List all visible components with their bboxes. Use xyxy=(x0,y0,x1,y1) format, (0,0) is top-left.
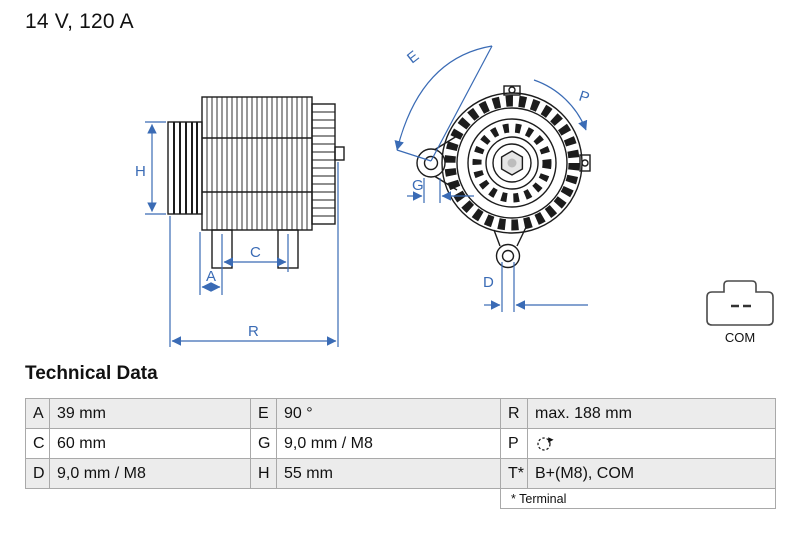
terminal-footnote: * Terminal xyxy=(500,488,776,509)
connector-label: COM xyxy=(725,330,755,345)
spec-value-t: B+(M8), COM xyxy=(527,458,776,489)
spec-label-t: T* xyxy=(500,458,528,489)
dim-p-rotation-arc xyxy=(533,79,588,131)
spec-label-c: C xyxy=(25,428,50,459)
spec-label-g: G xyxy=(250,428,277,459)
spec-label-h: H xyxy=(250,458,277,489)
dim-label-h: H xyxy=(135,163,146,180)
dim-label-g: G xyxy=(412,177,424,194)
dim-label-a: A xyxy=(206,268,216,285)
spec-label-r: R xyxy=(500,398,528,429)
footnote-row: * Terminal xyxy=(25,488,776,509)
alternator-front-view xyxy=(416,85,591,269)
dim-e-lines xyxy=(394,45,493,162)
spec-value-g: 9,0 mm / M8 xyxy=(276,428,501,459)
bottom-mounting-arm xyxy=(493,220,530,269)
vent-slots-outer xyxy=(444,95,580,231)
vent-slots-inner xyxy=(472,123,552,203)
spec-value-e: 90 ° xyxy=(276,398,501,429)
rear-housing xyxy=(311,103,336,225)
spec-value-a: 39 mm xyxy=(49,398,251,429)
voltage-amperage-rating: 14 V, 120 A xyxy=(25,10,134,33)
dim-g-lines xyxy=(407,178,474,203)
dim-label-d: D xyxy=(483,274,494,291)
spec-label-d: D xyxy=(25,458,50,489)
footnote-spacer xyxy=(25,488,501,509)
dim-label-c: C xyxy=(250,244,261,261)
spec-label-p: P xyxy=(500,428,528,459)
dim-label-p: P xyxy=(577,88,592,107)
right-tab xyxy=(579,154,591,172)
technical-drawing: H A C R E P G D COM xyxy=(135,45,774,347)
pulley xyxy=(167,121,203,215)
com-connector: COM xyxy=(706,280,774,345)
table-row: C 60 mm G 9,0 mm / M8 P xyxy=(25,428,776,459)
dim-c-lines xyxy=(223,234,289,272)
dim-label-r: R xyxy=(248,323,259,340)
alternator-body xyxy=(201,96,313,231)
terminal-stud xyxy=(334,146,345,161)
dim-h-lines xyxy=(145,121,166,215)
dim-d-lines xyxy=(484,262,588,312)
technical-data-table: A 39 mm E 90 ° R max. 188 mm C 60 mm G 9… xyxy=(25,398,776,509)
table-row: D 9,0 mm / M8 H 55 mm T* B+(M8), COM xyxy=(25,458,776,489)
dim-label-e: E xyxy=(404,48,422,68)
dimension-annotations xyxy=(145,45,588,347)
spec-value-r: max. 188 mm xyxy=(527,398,776,429)
spec-label-e: E xyxy=(250,398,277,429)
dimension-labels: H A C R E P G D xyxy=(135,48,592,340)
spec-value-p xyxy=(527,428,776,459)
dim-r-lines xyxy=(169,162,339,347)
rotation-clockwise-icon xyxy=(537,437,554,451)
spec-value-h: 55 mm xyxy=(276,458,501,489)
spec-value-c: 60 mm xyxy=(49,428,251,459)
table-row: A 39 mm E 90 ° R max. 188 mm xyxy=(25,398,776,429)
technical-data-title: Technical Data xyxy=(25,363,158,384)
dim-a-lines xyxy=(199,232,223,295)
alternator-side-view xyxy=(167,96,345,269)
top-lug xyxy=(503,85,521,96)
spec-value-d: 9,0 mm / M8 xyxy=(49,458,251,489)
spec-label-a: A xyxy=(25,398,50,429)
connector-housing-icon xyxy=(706,280,774,326)
